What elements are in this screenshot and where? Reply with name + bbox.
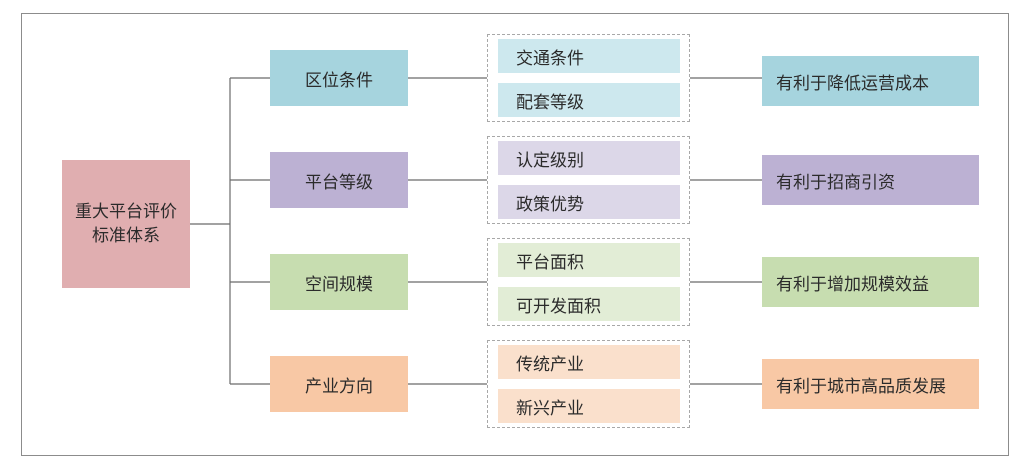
sub-item-developable-area: 可开发面积 [498, 287, 680, 321]
result-node-cost: 有利于降低运营成本 [762, 56, 979, 106]
sub-item-traditional: 传统产业 [498, 345, 680, 379]
category-node-industry: 产业方向 [270, 356, 408, 412]
sub-item-emerging: 新兴产业 [498, 389, 680, 423]
sub-item-policy: 政策优势 [498, 185, 680, 219]
subgroup-platform-level: 认定级别 政策优势 [487, 136, 690, 224]
sub-item-traffic: 交通条件 [498, 39, 680, 73]
subgroup-location: 交通条件 配套等级 [487, 34, 690, 122]
root-node: 重大平台评价标准体系 [62, 160, 190, 288]
sub-item-certification: 认定级别 [498, 141, 680, 175]
diagram-frame [21, 13, 1009, 456]
result-node-scale-benefit: 有利于增加规模效益 [762, 257, 979, 307]
sub-item-platform-area: 平台面积 [498, 243, 680, 277]
sub-item-facilities: 配套等级 [498, 83, 680, 117]
result-node-quality: 有利于城市高品质发展 [762, 359, 979, 409]
subgroup-space-scale: 平台面积 可开发面积 [487, 238, 690, 326]
subgroup-industry: 传统产业 新兴产业 [487, 340, 690, 428]
category-node-platform-level: 平台等级 [270, 152, 408, 208]
result-node-investment: 有利于招商引资 [762, 155, 979, 205]
category-node-space-scale: 空间规模 [270, 254, 408, 310]
category-node-location: 区位条件 [270, 50, 408, 106]
